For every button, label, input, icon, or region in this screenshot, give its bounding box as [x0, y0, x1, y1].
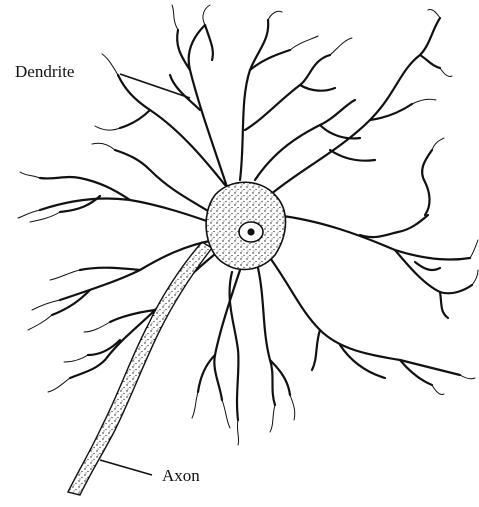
dendrite-label: Dendrite — [15, 62, 74, 81]
axon-shaft — [68, 242, 212, 495]
nucleolus — [247, 228, 254, 235]
axon-label: Axon — [162, 466, 200, 485]
nucleus — [239, 222, 263, 242]
axon-leader-line — [100, 460, 152, 475]
